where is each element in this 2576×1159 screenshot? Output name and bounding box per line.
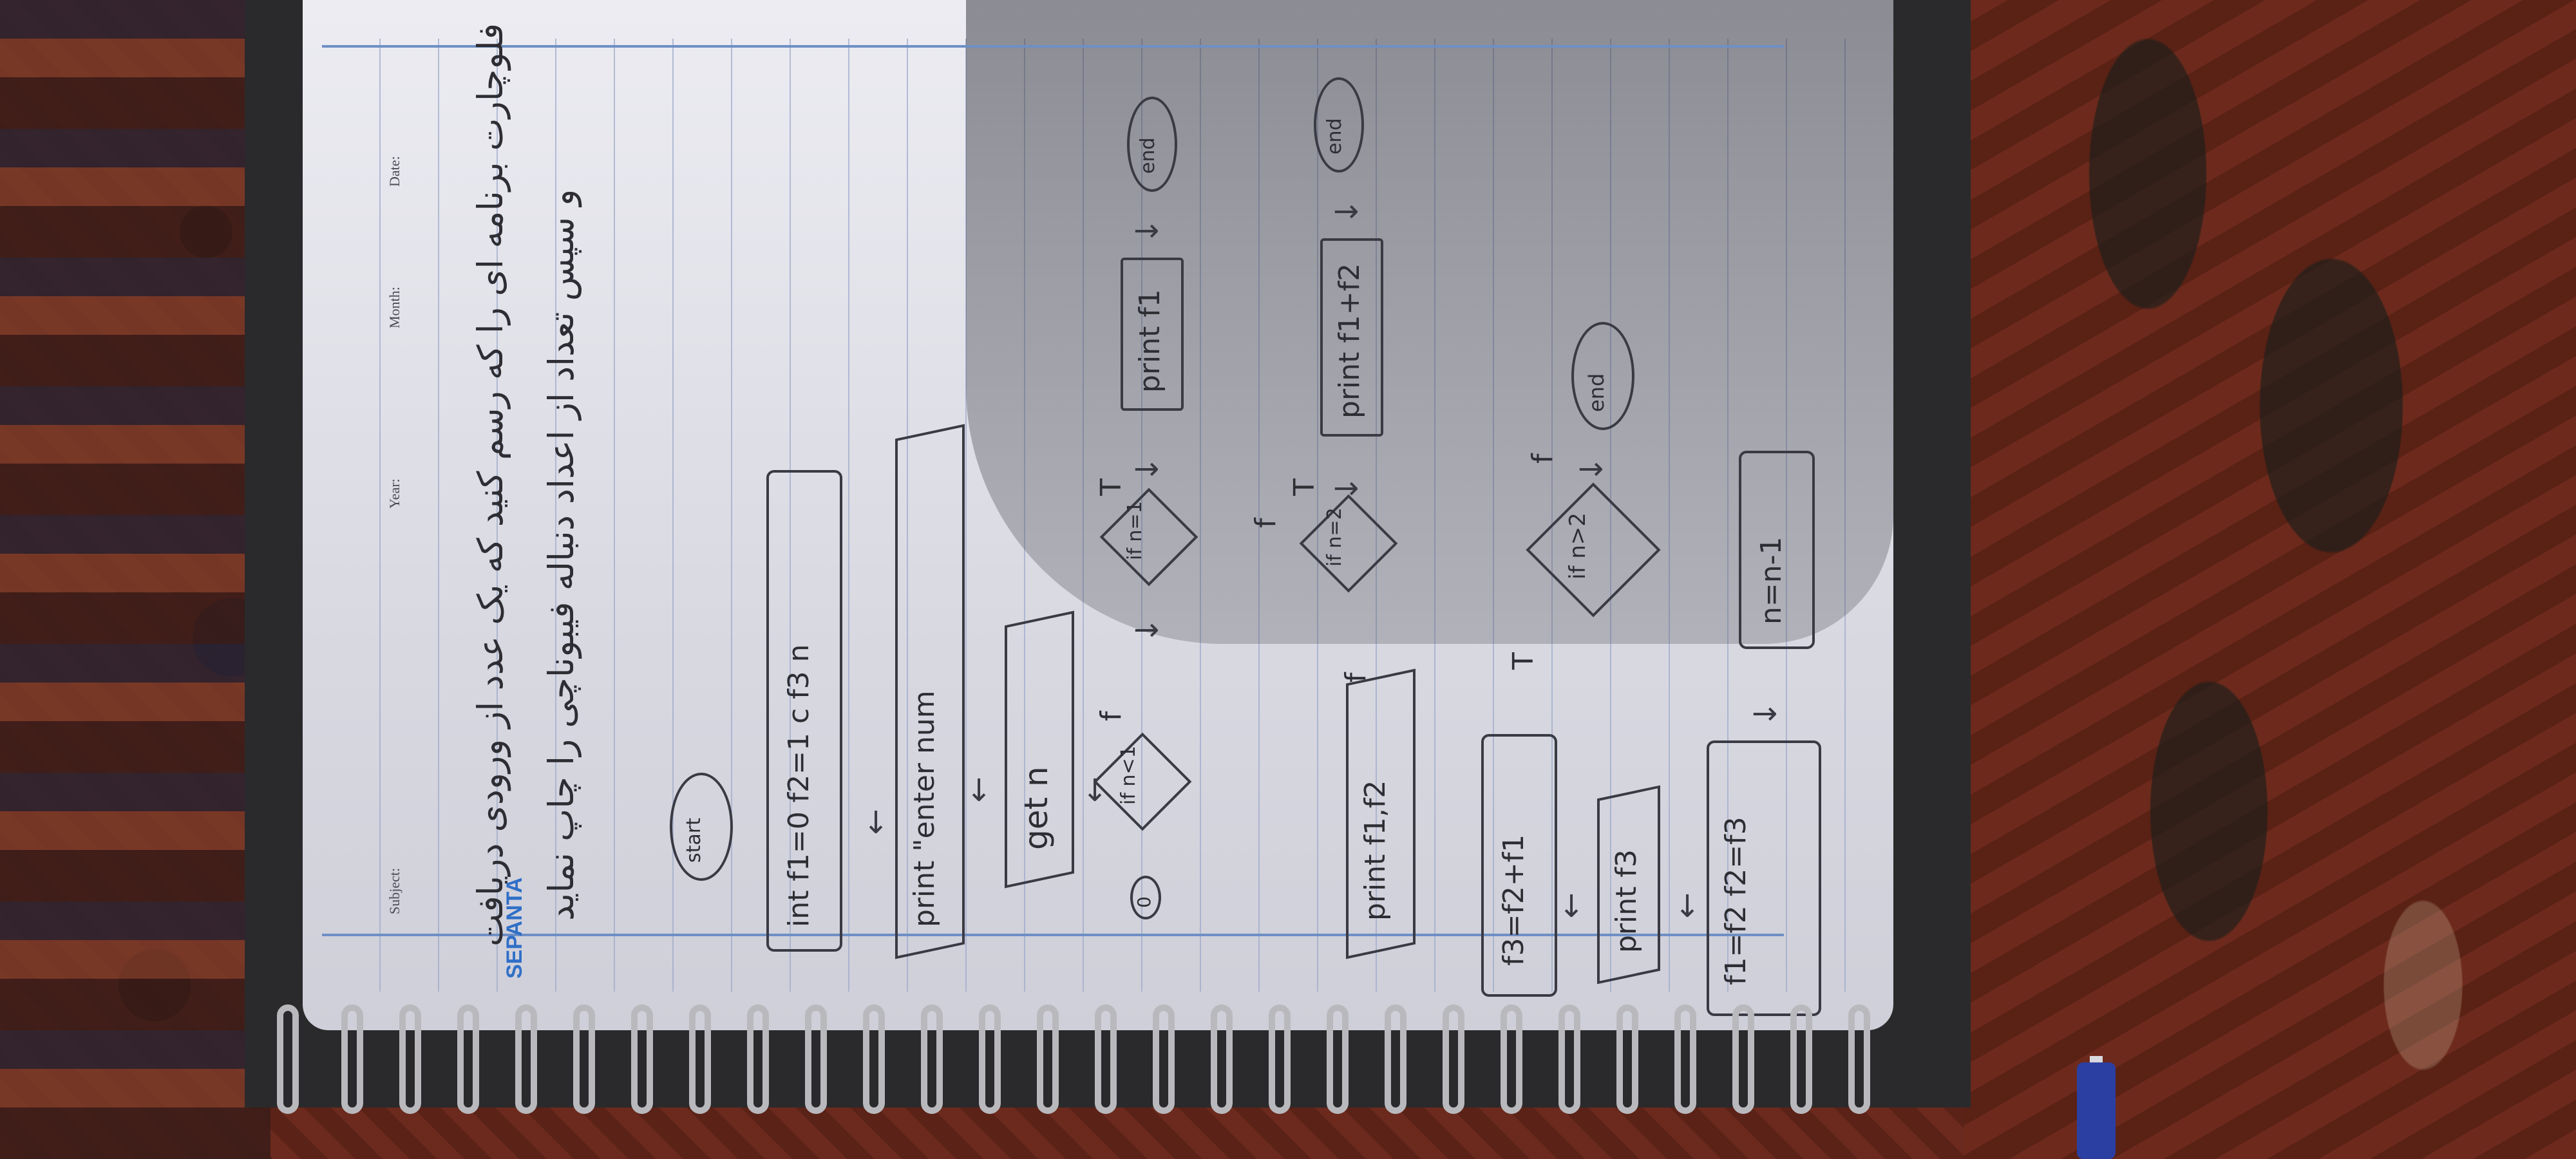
prompt-text: print "enter num: [908, 690, 941, 927]
spiral-ring: [1037, 1004, 1059, 1114]
print2-box: [1320, 238, 1383, 437]
arrow-12: →: [1752, 695, 1778, 731]
margin-line-bottom: [322, 934, 1784, 936]
spiral-ring: [631, 1004, 653, 1114]
arrow-8: →: [1333, 193, 1359, 229]
spiral-ring: [689, 1004, 711, 1114]
spiral-ring: [341, 1004, 363, 1114]
spiral-ring: [1501, 1004, 1522, 1114]
zero-text: 0: [1133, 896, 1155, 908]
assign2-text: f1=f2 f2=f3: [1719, 816, 1752, 985]
arrow-2: ↓: [966, 773, 992, 809]
print4-text: print f3: [1610, 849, 1643, 953]
false-label-1: f: [1095, 711, 1128, 722]
start-oval: [670, 773, 733, 881]
arrow-10: ↓: [1558, 889, 1585, 925]
year-label: Year:: [386, 478, 402, 509]
spiral-ring: [1385, 1004, 1406, 1114]
spiral-ring: [805, 1004, 827, 1114]
spiral-ring: [747, 1004, 769, 1114]
init-box: [766, 470, 842, 952]
false-label-2: f: [1249, 518, 1282, 529]
spiral-ring: [573, 1004, 595, 1114]
assign1-text: f3=f2+f1: [1497, 834, 1530, 966]
problem-line-2: و سپس تعداد از اعداد دنباله فیبوناچی را …: [541, 189, 582, 921]
true-label-1: T: [1095, 478, 1128, 496]
arrow-11: ↓: [1674, 889, 1701, 925]
arrow-6: →: [1133, 212, 1160, 249]
spiral-ring: [921, 1004, 943, 1114]
decrement-box: [1739, 451, 1815, 649]
brand-logo: SEPANTA: [502, 877, 527, 979]
end-oval-1: [1127, 97, 1177, 192]
spiral-ring: [979, 1004, 1001, 1114]
zero-oval: [1130, 876, 1161, 919]
end-text-3: end: [1584, 373, 1609, 412]
cond4-text: if n>2: [1565, 513, 1591, 580]
init-text: int f1=0 f2=1 c f3 n: [782, 644, 815, 927]
print1-text: print f1: [1133, 289, 1166, 393]
true-label-3: T: [1507, 652, 1540, 670]
date-label: Date:: [386, 156, 402, 187]
end-text-2: end: [1323, 118, 1346, 155]
spiral-ring: [863, 1004, 885, 1114]
spiral-ring: [1558, 1004, 1580, 1114]
spiral-ring: [1153, 1004, 1175, 1114]
arrow-5: →: [1133, 451, 1160, 487]
decrement-text: n=n-1: [1755, 536, 1788, 625]
spiral-ring: [277, 1004, 299, 1114]
subject-label: Subject:: [386, 867, 402, 914]
spiral-ring: [515, 1004, 537, 1114]
spiral-ring: [1327, 1004, 1349, 1114]
print3-text: print f1,f2: [1359, 780, 1392, 921]
spiral-ring: [1732, 1004, 1754, 1114]
spiral-ring: [1095, 1004, 1117, 1114]
carpet-border-right: [1964, 0, 2576, 1159]
arrow-1: ↓: [863, 805, 889, 841]
cond1-text: if n<1: [1117, 746, 1140, 805]
end-oval-2: [1314, 77, 1364, 173]
end-text-1: end: [1137, 137, 1159, 174]
spiral-ring: [1848, 1004, 1870, 1114]
input-text: get n: [1018, 766, 1055, 850]
month-label: Month:: [386, 287, 402, 328]
spiral-ring: [1443, 1004, 1464, 1114]
spiral-ring: [1211, 1004, 1233, 1114]
spiral-ring: [1674, 1004, 1696, 1114]
arrow-9: →: [1578, 451, 1604, 487]
spiral-ring: [399, 1004, 421, 1114]
false-label-4: f: [1340, 672, 1372, 683]
cond3-text: if n=2: [1323, 507, 1346, 567]
start-text: start: [683, 818, 705, 863]
assign1-box: [1481, 734, 1557, 997]
problem-line-1: فلوچارت برنامه ای را که رسم کنید که یک ع…: [470, 23, 511, 947]
arrow-3: ↓: [1082, 773, 1108, 809]
carpet-border-left: [0, 0, 270, 1159]
arrow-7: →: [1333, 470, 1359, 506]
cond2-text: if n=1: [1124, 501, 1146, 560]
true-label-2: T: [1288, 478, 1321, 496]
margin-line-top: [322, 45, 1784, 48]
print2-text: print f1+f2: [1333, 263, 1366, 419]
spiral-ring: [1269, 1004, 1291, 1114]
assign2-box: [1707, 740, 1821, 1016]
pen: [2077, 1062, 2116, 1159]
spiral-ring: [457, 1004, 479, 1114]
arrow-4: →: [1133, 612, 1160, 648]
print1-box: [1121, 258, 1184, 411]
spiral-ring: [1790, 1004, 1812, 1114]
false-label-3: f: [1526, 453, 1559, 464]
spiral-ring: [1616, 1004, 1638, 1114]
end-oval-3: [1571, 322, 1634, 430]
